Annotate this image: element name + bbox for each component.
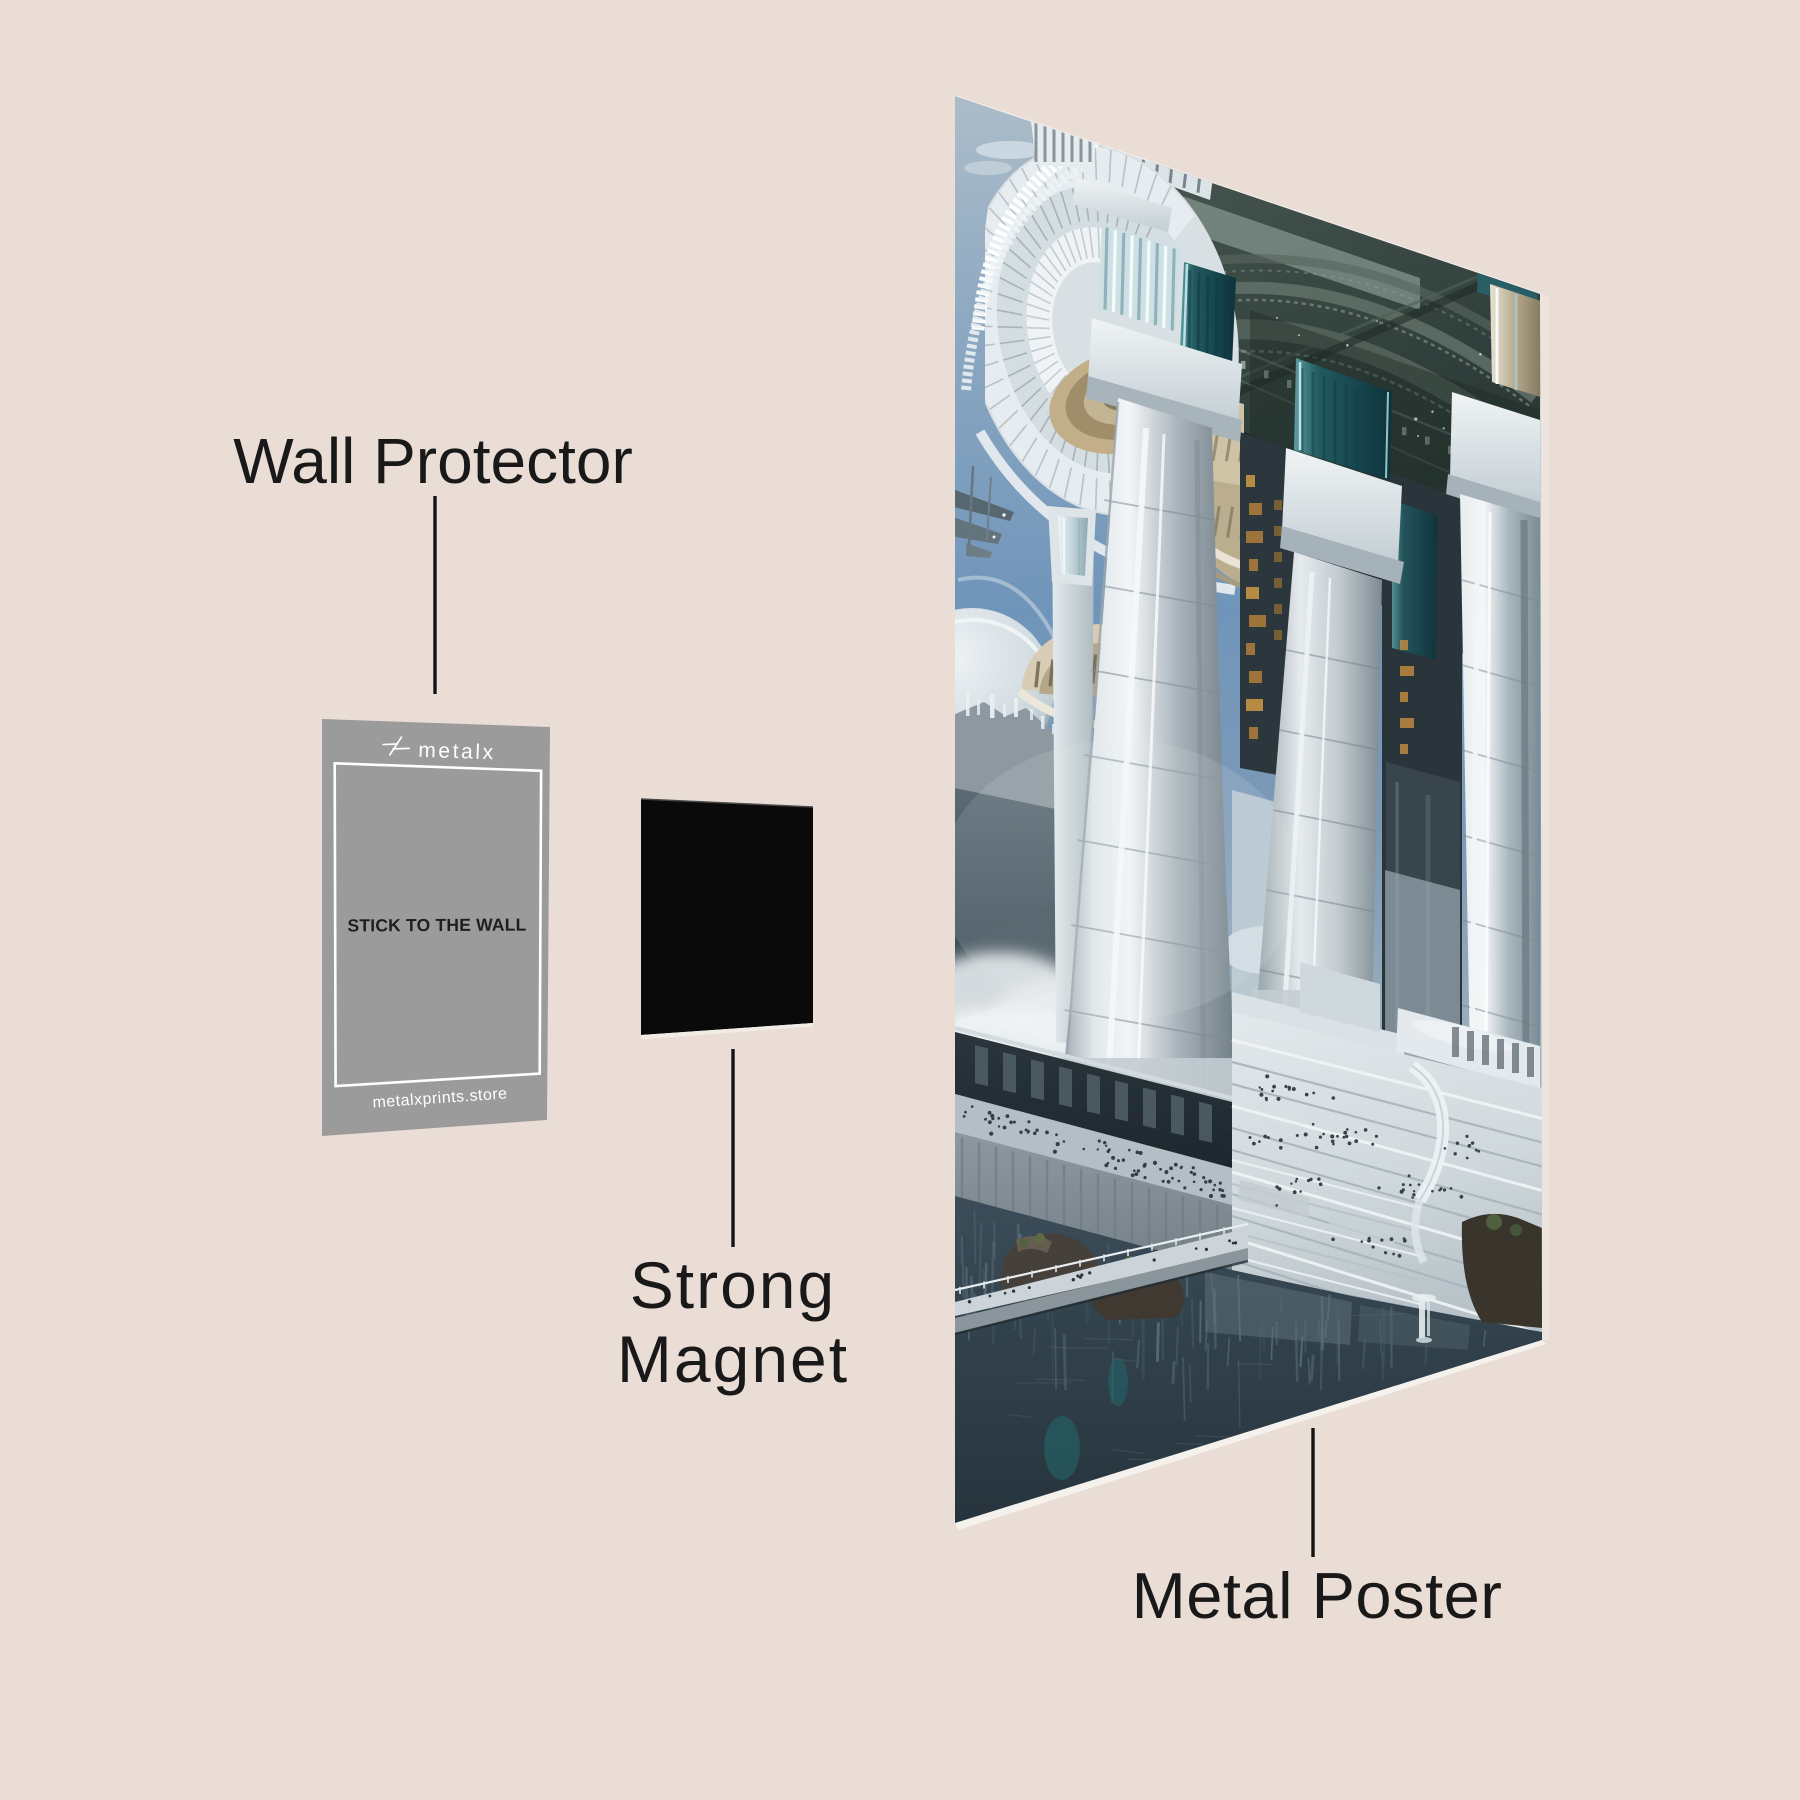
svg-text:STICK TO THE WALL: STICK TO THE WALL — [347, 915, 526, 936]
svg-text:metalx: metalx — [418, 739, 496, 765]
